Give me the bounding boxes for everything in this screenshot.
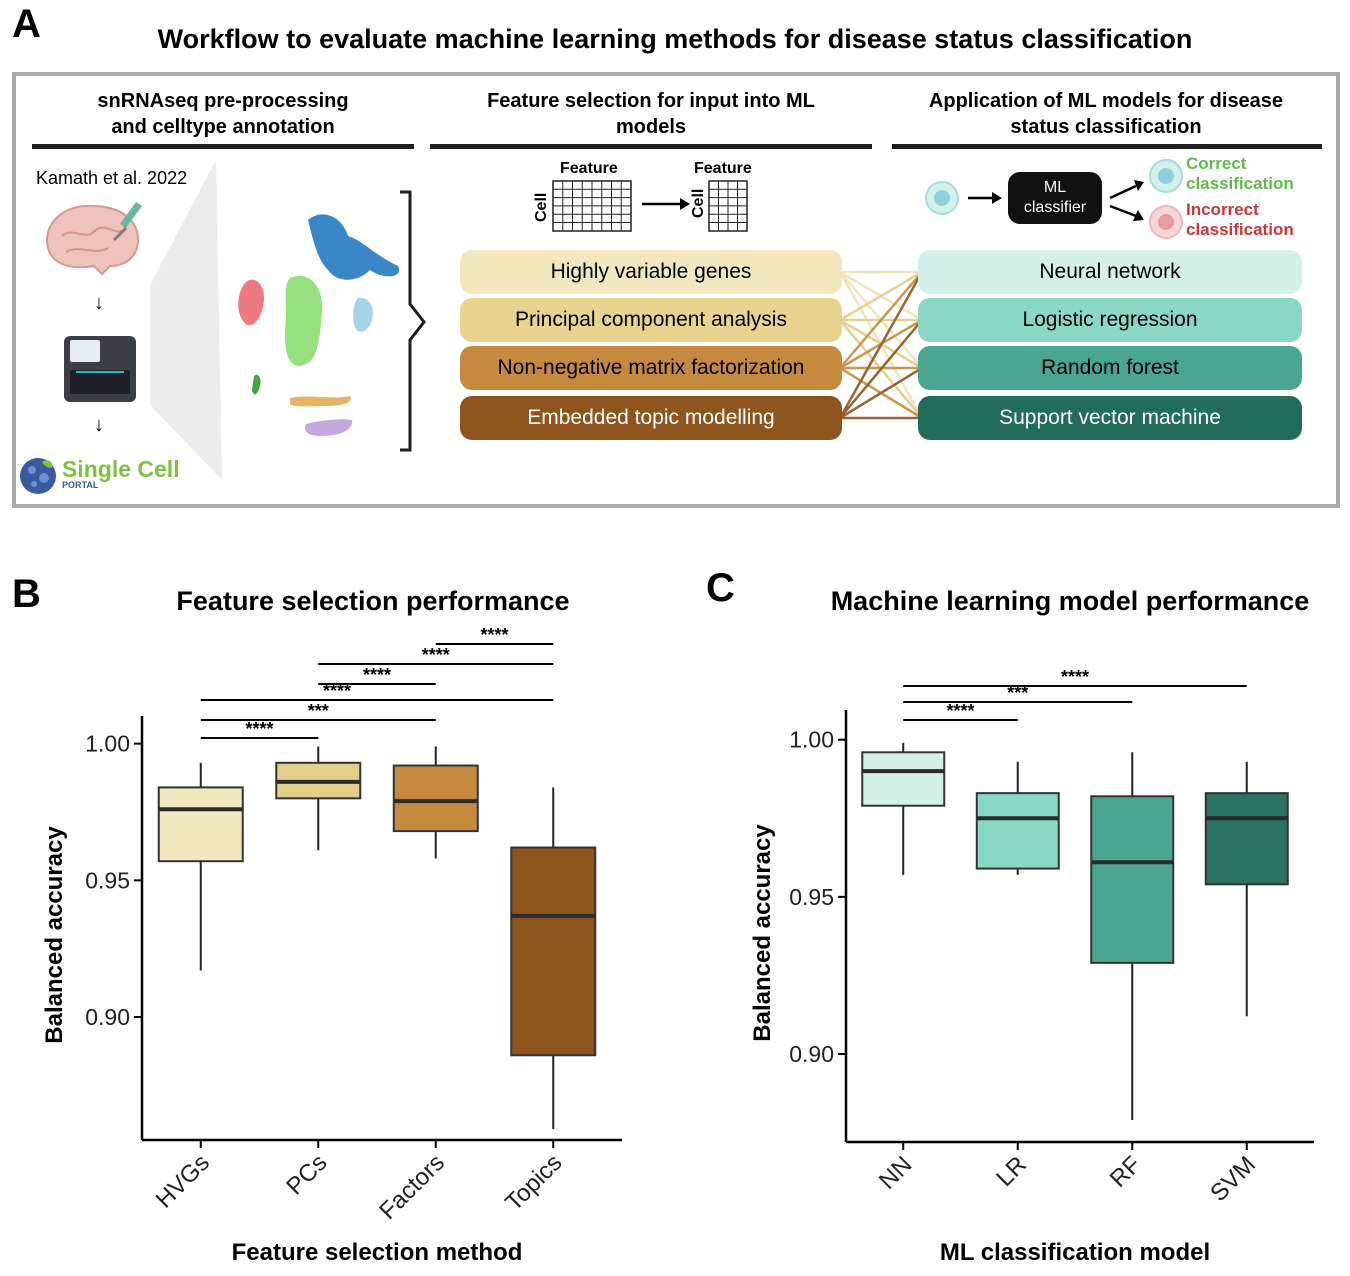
y-tick-label: 0.90 xyxy=(789,1041,834,1067)
box-factors xyxy=(392,764,479,833)
brain-illustration xyxy=(46,202,142,276)
box-lr xyxy=(975,792,1060,870)
box-nn xyxy=(861,751,946,807)
section2-title-line2: models xyxy=(615,116,687,138)
significance-label: **** xyxy=(245,719,273,739)
x-tick-label: NN xyxy=(874,1151,918,1195)
correct-line2: classification xyxy=(1186,174,1294,193)
section3-title-line1: Application of ML models for disease xyxy=(928,90,1284,112)
significance-label: **** xyxy=(363,665,391,685)
x-tick-label: RF xyxy=(1105,1151,1147,1193)
section2-header: Feature selection for input into ML mode… xyxy=(430,88,872,140)
cell-label-text: Cell xyxy=(533,192,550,222)
incorrect-cell-icon xyxy=(1149,205,1183,239)
x-tick-label: Topics xyxy=(500,1149,567,1216)
zoom-wedge xyxy=(150,160,222,480)
feature-label-small: Feature xyxy=(694,160,752,177)
arrow-down-icon: ↓ xyxy=(94,414,104,436)
panel-letter-c: C xyxy=(706,566,735,610)
method-pill-pca: Principal component analysis xyxy=(460,298,842,342)
workflow-title: Workflow to evaluate machine learning me… xyxy=(157,24,1193,54)
correct-line1: Correct xyxy=(1186,154,1247,173)
box-hvgs xyxy=(157,786,244,863)
significance-label: **** xyxy=(323,681,351,701)
y-tick-label: 0.95 xyxy=(789,884,834,910)
umap-clusters xyxy=(238,214,400,436)
x-tick-label: SVM xyxy=(1205,1151,1261,1207)
portal-name: Single Cell xyxy=(62,456,180,482)
x-tick-label: Factors xyxy=(374,1149,450,1225)
significance-label: *** xyxy=(308,701,329,721)
model-pill-nn: Neural network xyxy=(918,250,1302,294)
model-pill-lr: Logistic regression xyxy=(918,298,1302,342)
incorrect-line1: Incorrect xyxy=(1186,200,1259,219)
arrow-down-icon: ↓ xyxy=(94,292,104,314)
section1-rule xyxy=(32,144,414,149)
y-tick-label: 0.95 xyxy=(85,867,130,893)
significance-label: **** xyxy=(480,625,508,645)
incorrect-line2: classification xyxy=(1186,220,1294,239)
method-pill-hvg: Highly variable genes xyxy=(460,250,842,294)
x-tick-label: PCs xyxy=(281,1149,332,1200)
feature-label-large: Feature xyxy=(560,160,618,177)
panel-letter-b: B xyxy=(12,572,41,616)
arrow-right-icon xyxy=(642,198,690,210)
box-topics xyxy=(510,846,597,1057)
y-tick-label: 0.90 xyxy=(85,1004,130,1030)
section1-title-line1: snRNAseq pre-processing xyxy=(97,90,349,112)
y-axis-label: Balanced accuracy xyxy=(41,826,68,1044)
matrix-large-icon xyxy=(552,180,632,232)
y-axis-label: Balanced accuracy xyxy=(749,824,776,1042)
section3-rule xyxy=(892,144,1322,149)
y-tick-label: 1.00 xyxy=(85,731,130,757)
method-pill-etm: Embedded topic modelling xyxy=(460,396,842,440)
significance-label: **** xyxy=(1061,667,1089,687)
x-axis-label: Feature selection method xyxy=(232,1239,523,1266)
correct-label: Correct classification xyxy=(1186,154,1294,194)
chart-c-title: Machine learning model performance xyxy=(830,586,1310,616)
workflow-box xyxy=(12,72,1340,508)
box-rf xyxy=(1090,795,1175,964)
significance-label: **** xyxy=(946,701,974,721)
section1-title-line2: and celltype annotation xyxy=(111,116,335,138)
box-svm xyxy=(1204,792,1289,886)
single-cell-portal-logo xyxy=(20,458,56,494)
citation: Kamath et al. 2022 xyxy=(36,168,188,188)
model-pill-rf: Random forest xyxy=(918,346,1302,390)
arrow-right-icon xyxy=(968,192,1002,204)
classifier-line1: ML xyxy=(1043,179,1067,196)
sequencer-illustration xyxy=(64,336,136,402)
incorrect-label: Incorrect classification xyxy=(1186,200,1294,240)
chart-b-title: Feature selection performance xyxy=(176,586,570,616)
section3-header: Application of ML models for disease sta… xyxy=(892,88,1320,140)
cell-label-text: Cell xyxy=(690,188,707,218)
significance-label: **** xyxy=(422,645,450,665)
section1-header: snRNAseq pre-processing and celltype ann… xyxy=(32,88,414,140)
brace xyxy=(400,190,426,452)
section2-title-line1: Feature selection for input into ML xyxy=(487,90,815,112)
section3-title-line2: status classification xyxy=(1010,116,1202,138)
method-pill-nmf: Non-negative matrix factorization xyxy=(460,346,842,390)
model-pill-svm: Support vector machine xyxy=(918,396,1302,440)
x-tick-label: HVGs xyxy=(151,1149,215,1213)
correct-cell-icon xyxy=(1149,159,1183,193)
significance-label: *** xyxy=(1007,683,1028,703)
ml-classifier-box: ML classifier xyxy=(1008,172,1102,224)
method-model-connections xyxy=(840,270,922,420)
cell-label-small: Cell xyxy=(690,189,708,218)
x-tick-label: LR xyxy=(991,1151,1032,1192)
input-cell-icon xyxy=(925,181,959,215)
matrix-small-icon xyxy=(708,180,748,232)
split-arrows-icon xyxy=(1109,180,1144,221)
x-axis-label: ML classification model xyxy=(940,1239,1210,1266)
portal-subtitle: PORTAL xyxy=(62,480,99,490)
section2-rule xyxy=(430,144,872,149)
panel-letter-a: A xyxy=(12,2,41,46)
classifier-line2: classifier xyxy=(1023,199,1087,216)
y-tick-label: 1.00 xyxy=(789,727,834,753)
